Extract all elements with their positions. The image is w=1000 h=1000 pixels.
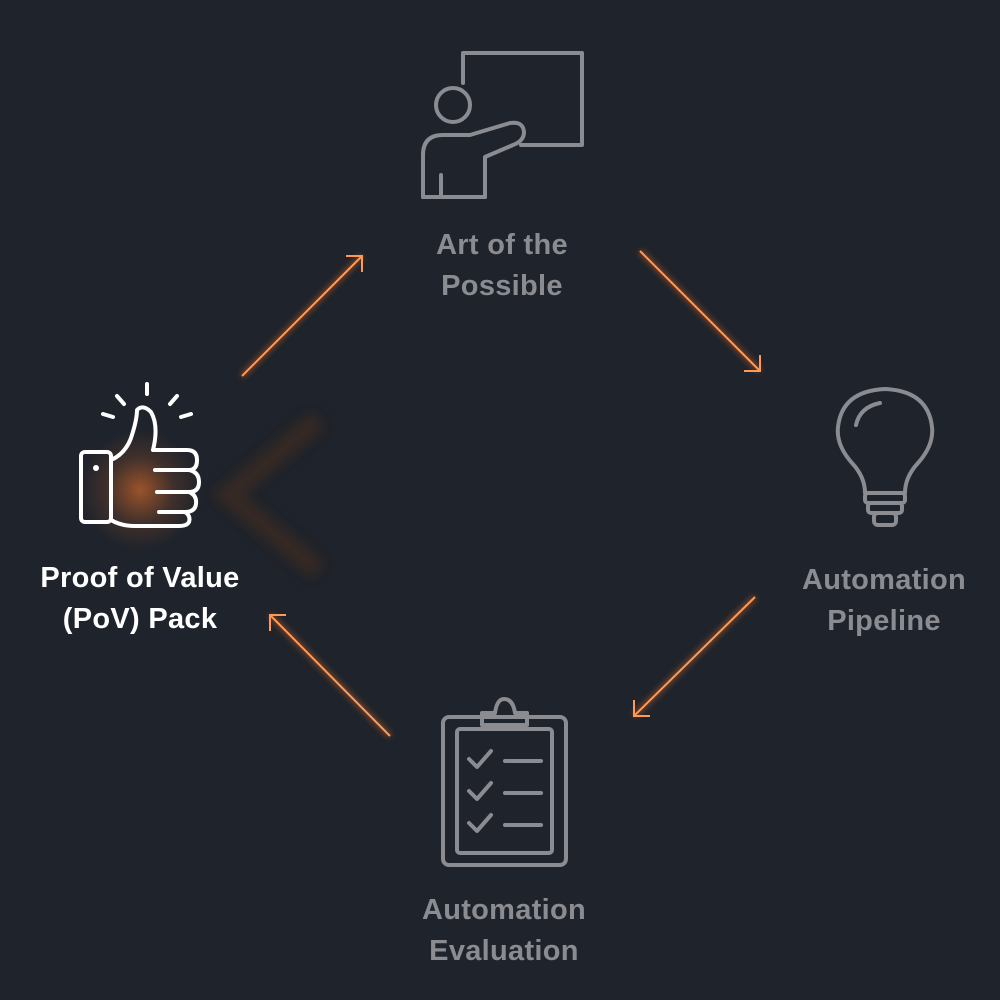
node-label-line: Automation [801,564,967,596]
node-label-proof-of-value-pack: Proof of Value (PoV) Pack [10,558,270,640]
lightbulb-icon [835,387,935,527]
node-label-automation-evaluation: Automation Evaluation [375,890,633,972]
node-label-art-of-the-possible: Art of the Possible [387,225,617,307]
clipboard-checklist-icon [441,697,568,867]
node-label-line: (PoV) Pack [62,603,218,635]
edge-pov-to-art [239,253,365,379]
node-label-line: Proof of Value [40,562,240,594]
node-label-automation-pipeline: Automation Pipeline [770,560,998,642]
edge-evaluation-to-pov [267,612,393,739]
node-label-line: Art of the [436,229,568,261]
node-label-line: Pipeline [827,605,941,637]
node-label-line: Evaluation [429,935,579,967]
active-node-chevron [212,412,325,578]
edge-pipeline-to-evaluation [631,594,758,719]
node-label-line: Automation [421,894,587,926]
presenter-board-icon [421,51,584,199]
edge-art-to-pipeline [637,248,763,374]
thumbs-up-icon [79,382,201,528]
node-label-line: Possible [441,270,563,302]
